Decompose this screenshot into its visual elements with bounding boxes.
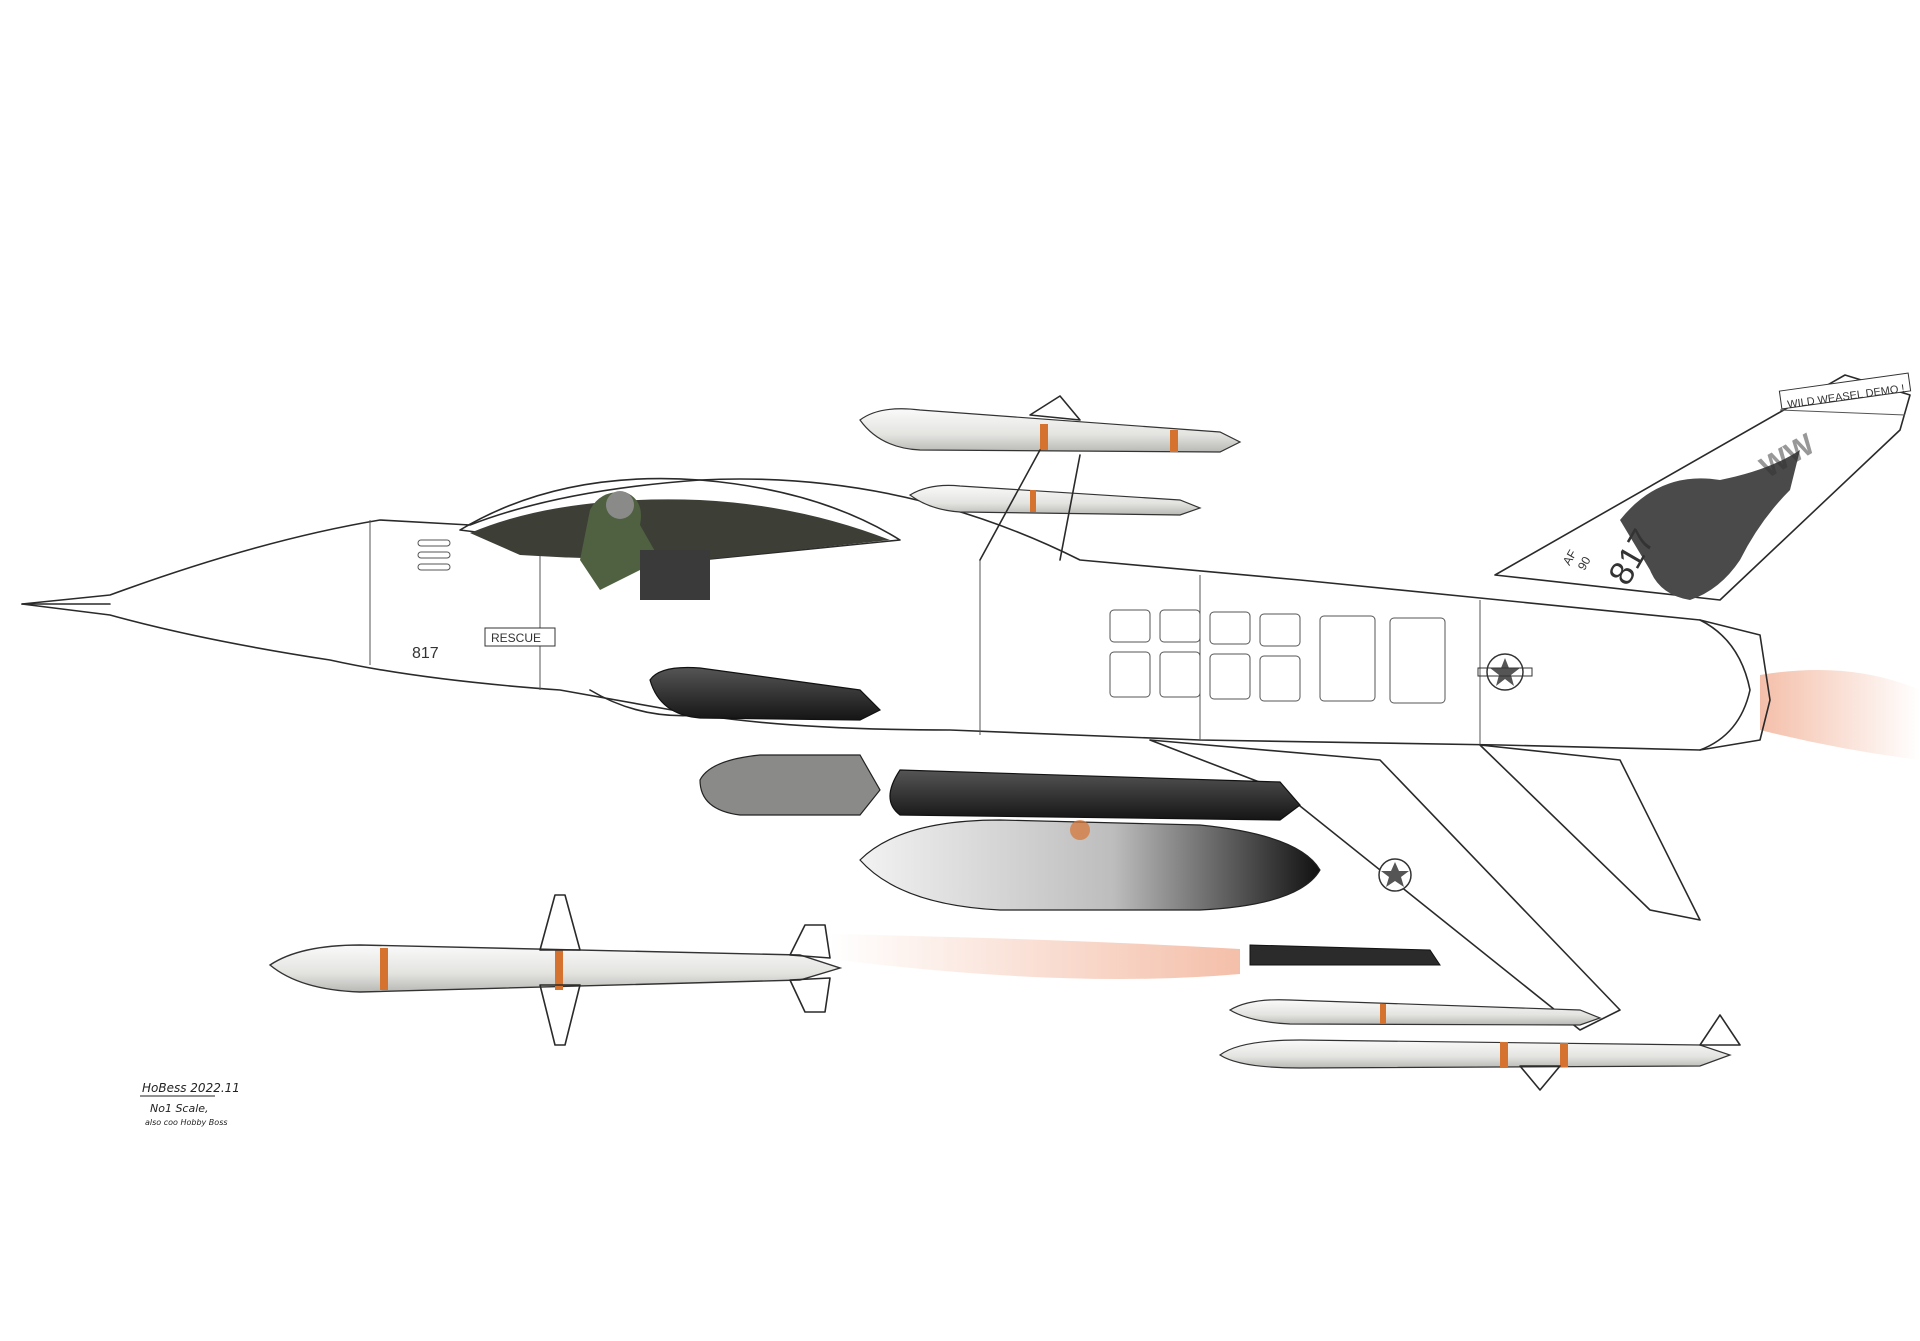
harm-pod: [1249, 944, 1441, 966]
signature-line-2: No1 Scale,: [150, 1102, 209, 1115]
fuel-tank: [859, 819, 1321, 911]
missile-wing-2: [1218, 1014, 1741, 1091]
targeting-pod: [649, 666, 882, 721]
signature-line-3: also coo Hobby Boss: [145, 1118, 228, 1127]
cockpit: [459, 477, 901, 600]
vertical-tail: WILD WEASEL DEMO ! WW AF 90 817: [1494, 372, 1912, 601]
nose-code: 817: [412, 645, 439, 662]
fuselage: 817 RESCUE: [21, 478, 1771, 751]
signature-line-1: HoBess 2022.11: [142, 1081, 240, 1095]
missile-top-1: [859, 395, 1242, 453]
horizontal-stabilizer: [1479, 744, 1701, 921]
missile-wing-1: [1228, 999, 1602, 1026]
gray-pod: [699, 754, 881, 816]
wolf-emblem: [1620, 450, 1800, 600]
fuselage-panels: [1109, 609, 1446, 704]
ecm-pod: [889, 769, 1301, 821]
tail-year-code: 90: [1575, 554, 1594, 573]
tail-base-code: AF: [1560, 547, 1580, 567]
star-insignia-fuselage: [1477, 653, 1533, 691]
exhaust-plumes: [830, 670, 1920, 979]
missile-launched: [268, 894, 843, 1046]
star-insignia-wing: [1378, 858, 1412, 892]
missile-top-2: [908, 484, 1202, 516]
rescue-label: RESCUE: [491, 631, 541, 645]
tail-banner: [1778, 372, 1912, 410]
signature: HoBess 2022.11 No1 Scale, also coo Hobby…: [140, 1081, 240, 1127]
